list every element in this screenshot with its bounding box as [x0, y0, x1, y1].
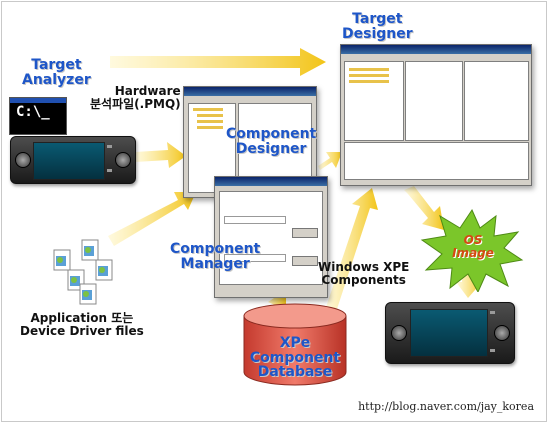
tree-item	[197, 126, 223, 129]
device-button	[490, 349, 495, 352]
component-designer-line-2: Designer	[235, 140, 307, 157]
arrow-files-to-component-designer	[108, 192, 196, 246]
driver-file-icons	[53, 239, 113, 305]
browse-button	[292, 228, 318, 238]
target-designer-line-2: Designer	[342, 25, 413, 42]
hardware-label: Hardware 분석파일(.PMQ)	[90, 85, 181, 110]
target-designer-window	[340, 44, 532, 186]
arrow-device-to-component-designer	[135, 142, 186, 168]
settings-pane	[464, 61, 529, 141]
window-titlebar	[215, 177, 327, 186]
application-line-2: Device Driver files	[20, 323, 144, 338]
component-designer-label: Component Designer	[226, 127, 316, 156]
input-field	[224, 254, 286, 262]
device-button	[107, 145, 112, 148]
component-designer-line-1: Component	[226, 126, 317, 142]
target-designer-label: Target Designer	[342, 12, 413, 41]
target-analyzer-line-1: Target	[31, 57, 82, 73]
database-line-1: XPe	[279, 335, 311, 351]
device-screen	[410, 309, 488, 357]
target-designer-line-1: Target	[352, 11, 403, 27]
command-prompt-titlebar	[10, 98, 66, 103]
component-manager-line-2: Manager	[180, 255, 250, 272]
browse-button	[292, 256, 318, 266]
tree-item	[197, 114, 223, 117]
window-titlebar	[184, 87, 316, 96]
device-knob-left	[391, 325, 407, 341]
device-button	[107, 169, 112, 172]
file-icon	[53, 249, 71, 271]
component-manager-window	[214, 176, 328, 298]
os-image-line-2: Image	[452, 245, 494, 260]
device-knob-left	[15, 152, 31, 168]
database-line-3: Database	[257, 364, 333, 381]
window-titlebar	[341, 45, 531, 54]
target-analyzer-line-2: Analyzer	[22, 71, 91, 88]
hardware-line-1: Hardware	[114, 84, 181, 98]
component-database-cylinder	[243, 303, 347, 386]
command-prompt-text: C:\_	[16, 104, 50, 120]
device-button	[490, 311, 495, 314]
database-line-2: Component	[249, 349, 341, 366]
hardware-line-2: 분석파일(.PMQ)	[90, 96, 181, 111]
windows-xpe-line-1: Windows XPE	[318, 260, 410, 274]
arrow-analyzer-to-target-designer	[110, 48, 326, 76]
device-screen	[33, 142, 105, 180]
target-device-left	[10, 136, 136, 184]
file-icon	[95, 259, 113, 281]
file-icon	[79, 283, 97, 305]
os-image-line-1: OS	[463, 233, 483, 247]
device-knob-right	[115, 152, 131, 168]
blog-url: http://blog.naver.com/jay_korea	[358, 400, 534, 413]
tree-item	[197, 120, 223, 123]
tree-item	[193, 108, 223, 111]
application-label: Application 또는 Device Driver files	[20, 312, 144, 337]
arrow-database-to-target-designer	[325, 188, 378, 312]
input-field	[224, 216, 286, 224]
arrow-component-designer-to-target-designer	[318, 152, 342, 170]
os-image-starburst	[420, 208, 524, 292]
output-pane	[344, 142, 529, 180]
arrow-target-designer-to-os-image	[404, 186, 444, 230]
application-line-1: Application 또는	[30, 311, 134, 325]
target-analyzer-label: Target Analyzer	[22, 58, 91, 87]
catalog-item	[349, 68, 389, 71]
command-prompt-window: C:\_	[9, 97, 67, 135]
catalog-item	[349, 80, 389, 83]
database-label: XPe Component Database	[240, 336, 350, 380]
windows-xpe-line-2: Components	[321, 272, 406, 287]
manager-content	[219, 191, 323, 285]
component-manager-line-1: Component	[170, 241, 261, 257]
file-icon	[81, 239, 99, 261]
catalog-pane	[344, 61, 404, 141]
target-device-right	[385, 302, 515, 364]
configuration-pane	[405, 61, 463, 141]
catalog-item	[349, 74, 389, 77]
windows-xpe-label: Windows XPE Components	[318, 261, 409, 286]
component-manager-label: Component Manager	[170, 242, 260, 271]
os-image-label: OS Image	[448, 234, 498, 259]
device-knob-right	[494, 325, 510, 341]
